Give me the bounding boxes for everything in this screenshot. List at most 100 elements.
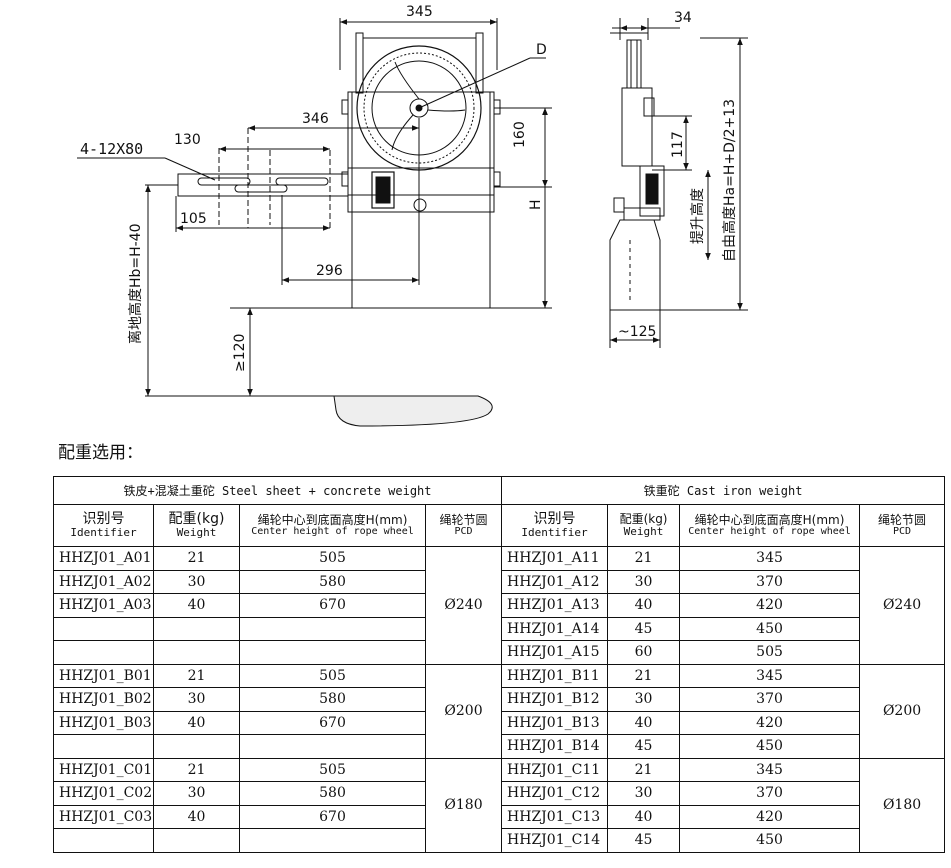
cell-height: 420 (679, 710, 861, 735)
dim-d-label: D (536, 42, 547, 58)
cell-weight (153, 734, 240, 759)
cell-identifier (53, 640, 154, 665)
cell-height: 450 (679, 828, 861, 853)
cell-identifier (53, 828, 154, 853)
section-title: 配重选用： (58, 443, 143, 463)
cell-identifier: HHZJ01_B02 (53, 687, 154, 712)
cell-height (239, 828, 426, 853)
cell-weight: 40 (607, 804, 681, 829)
cell-height: 670 (239, 710, 426, 735)
cell-pcd: Ø200 (859, 663, 946, 759)
cell-height (239, 640, 426, 665)
dim-hb: 离地高度Hb=H-40 (127, 223, 144, 344)
cell-pcd: Ø180 (859, 757, 946, 853)
cell-identifier: HHZJ01_C01 (53, 757, 154, 782)
cell-weight: 30 (607, 781, 681, 806)
cell-identifier: HHZJ01_A13 (501, 593, 609, 618)
cell-weight: 40 (153, 593, 240, 618)
cell-identifier: HHZJ01_B01 (53, 663, 154, 688)
cell-weight: 30 (153, 569, 240, 594)
cell-identifier: HHZJ01_A11 (501, 546, 609, 571)
cell-height: 345 (679, 757, 861, 782)
cell-weight: 21 (153, 663, 240, 688)
header-height: 绳轮中心到底面高度H(mm)Center height of rope whee… (239, 504, 426, 547)
dim-125: ~125 (618, 324, 656, 340)
dim-h: H (528, 199, 544, 210)
cell-weight: 21 (153, 546, 240, 571)
cell-height: 505 (239, 663, 426, 688)
dim-ha: 自由高度Ha=H+D/2+13 (721, 99, 738, 262)
cell-identifier: HHZJ01_A14 (501, 616, 609, 641)
cell-weight: 21 (607, 663, 681, 688)
header-height: 绳轮中心到底面高度H(mm)Center height of rope whee… (679, 504, 861, 547)
cell-weight: 30 (153, 687, 240, 712)
cell-weight: 21 (607, 546, 681, 571)
cell-pcd: Ø240 (424, 546, 503, 665)
header-weight: 配重(kg)Weight (607, 504, 681, 547)
cell-identifier: HHZJ01_C13 (501, 804, 609, 829)
cell-pcd: Ø240 (859, 546, 946, 665)
cell-identifier: HHZJ01_B13 (501, 710, 609, 735)
dim-lift: 提升高度 (689, 188, 706, 244)
dim-130: 130 (174, 132, 201, 148)
cell-height: 450 (679, 616, 861, 641)
cell-identifier: HHZJ01_B12 (501, 687, 609, 712)
cell-identifier (53, 734, 154, 759)
cell-identifier: HHZJ01_B14 (501, 734, 609, 759)
cell-height: 505 (239, 546, 426, 571)
dim-346: 346 (302, 111, 329, 127)
dim-117: 117 (670, 131, 686, 158)
cell-weight (153, 828, 240, 853)
cell-identifier: HHZJ01_C03 (53, 804, 154, 829)
cell-weight: 21 (607, 757, 681, 782)
dim-34: 34 (674, 10, 692, 26)
cell-weight: 60 (607, 640, 681, 665)
cell-weight: 30 (153, 781, 240, 806)
holes-label: 4-12X80 (80, 140, 143, 158)
cell-weight (153, 616, 240, 641)
cell-height: 505 (239, 757, 426, 782)
dim-105: 105 (180, 211, 207, 227)
technical-drawing: 345 D 346 130 4-12X80 105 296 160 H 离地高度… (77, 4, 748, 427)
cell-pcd: Ø180 (424, 757, 503, 853)
cell-weight: 40 (607, 593, 681, 618)
cell-pcd: Ø200 (424, 663, 503, 759)
cell-height (239, 616, 426, 641)
cell-weight: 30 (607, 687, 681, 712)
cell-identifier: HHZJ01_B03 (53, 710, 154, 735)
cell-height (239, 734, 426, 759)
cell-identifier: HHZJ01_B11 (501, 663, 609, 688)
cell-height: 420 (679, 804, 861, 829)
cell-weight: 40 (153, 710, 240, 735)
cell-height: 580 (239, 569, 426, 594)
cell-identifier (53, 616, 154, 641)
cell-height: 370 (679, 781, 861, 806)
cell-weight: 45 (607, 734, 681, 759)
right-group-header: 铁重砣 Cast iron weight (501, 476, 946, 505)
cell-weight: 21 (153, 757, 240, 782)
cell-identifier: HHZJ01_C02 (53, 781, 154, 806)
cell-weight: 30 (607, 569, 681, 594)
cell-weight: 40 (607, 710, 681, 735)
cell-weight: 45 (607, 828, 681, 853)
cell-weight (153, 640, 240, 665)
cell-height: 505 (679, 640, 861, 665)
dim-ge120: ≥120 (232, 334, 248, 372)
cell-identifier: HHZJ01_A01 (53, 546, 154, 571)
dim-296: 296 (316, 263, 343, 279)
cell-weight: 45 (607, 616, 681, 641)
cell-height: 345 (679, 663, 861, 688)
cell-identifier: HHZJ01_C14 (501, 828, 609, 853)
cell-identifier: HHZJ01_A15 (501, 640, 609, 665)
cell-weight: 40 (153, 804, 240, 829)
